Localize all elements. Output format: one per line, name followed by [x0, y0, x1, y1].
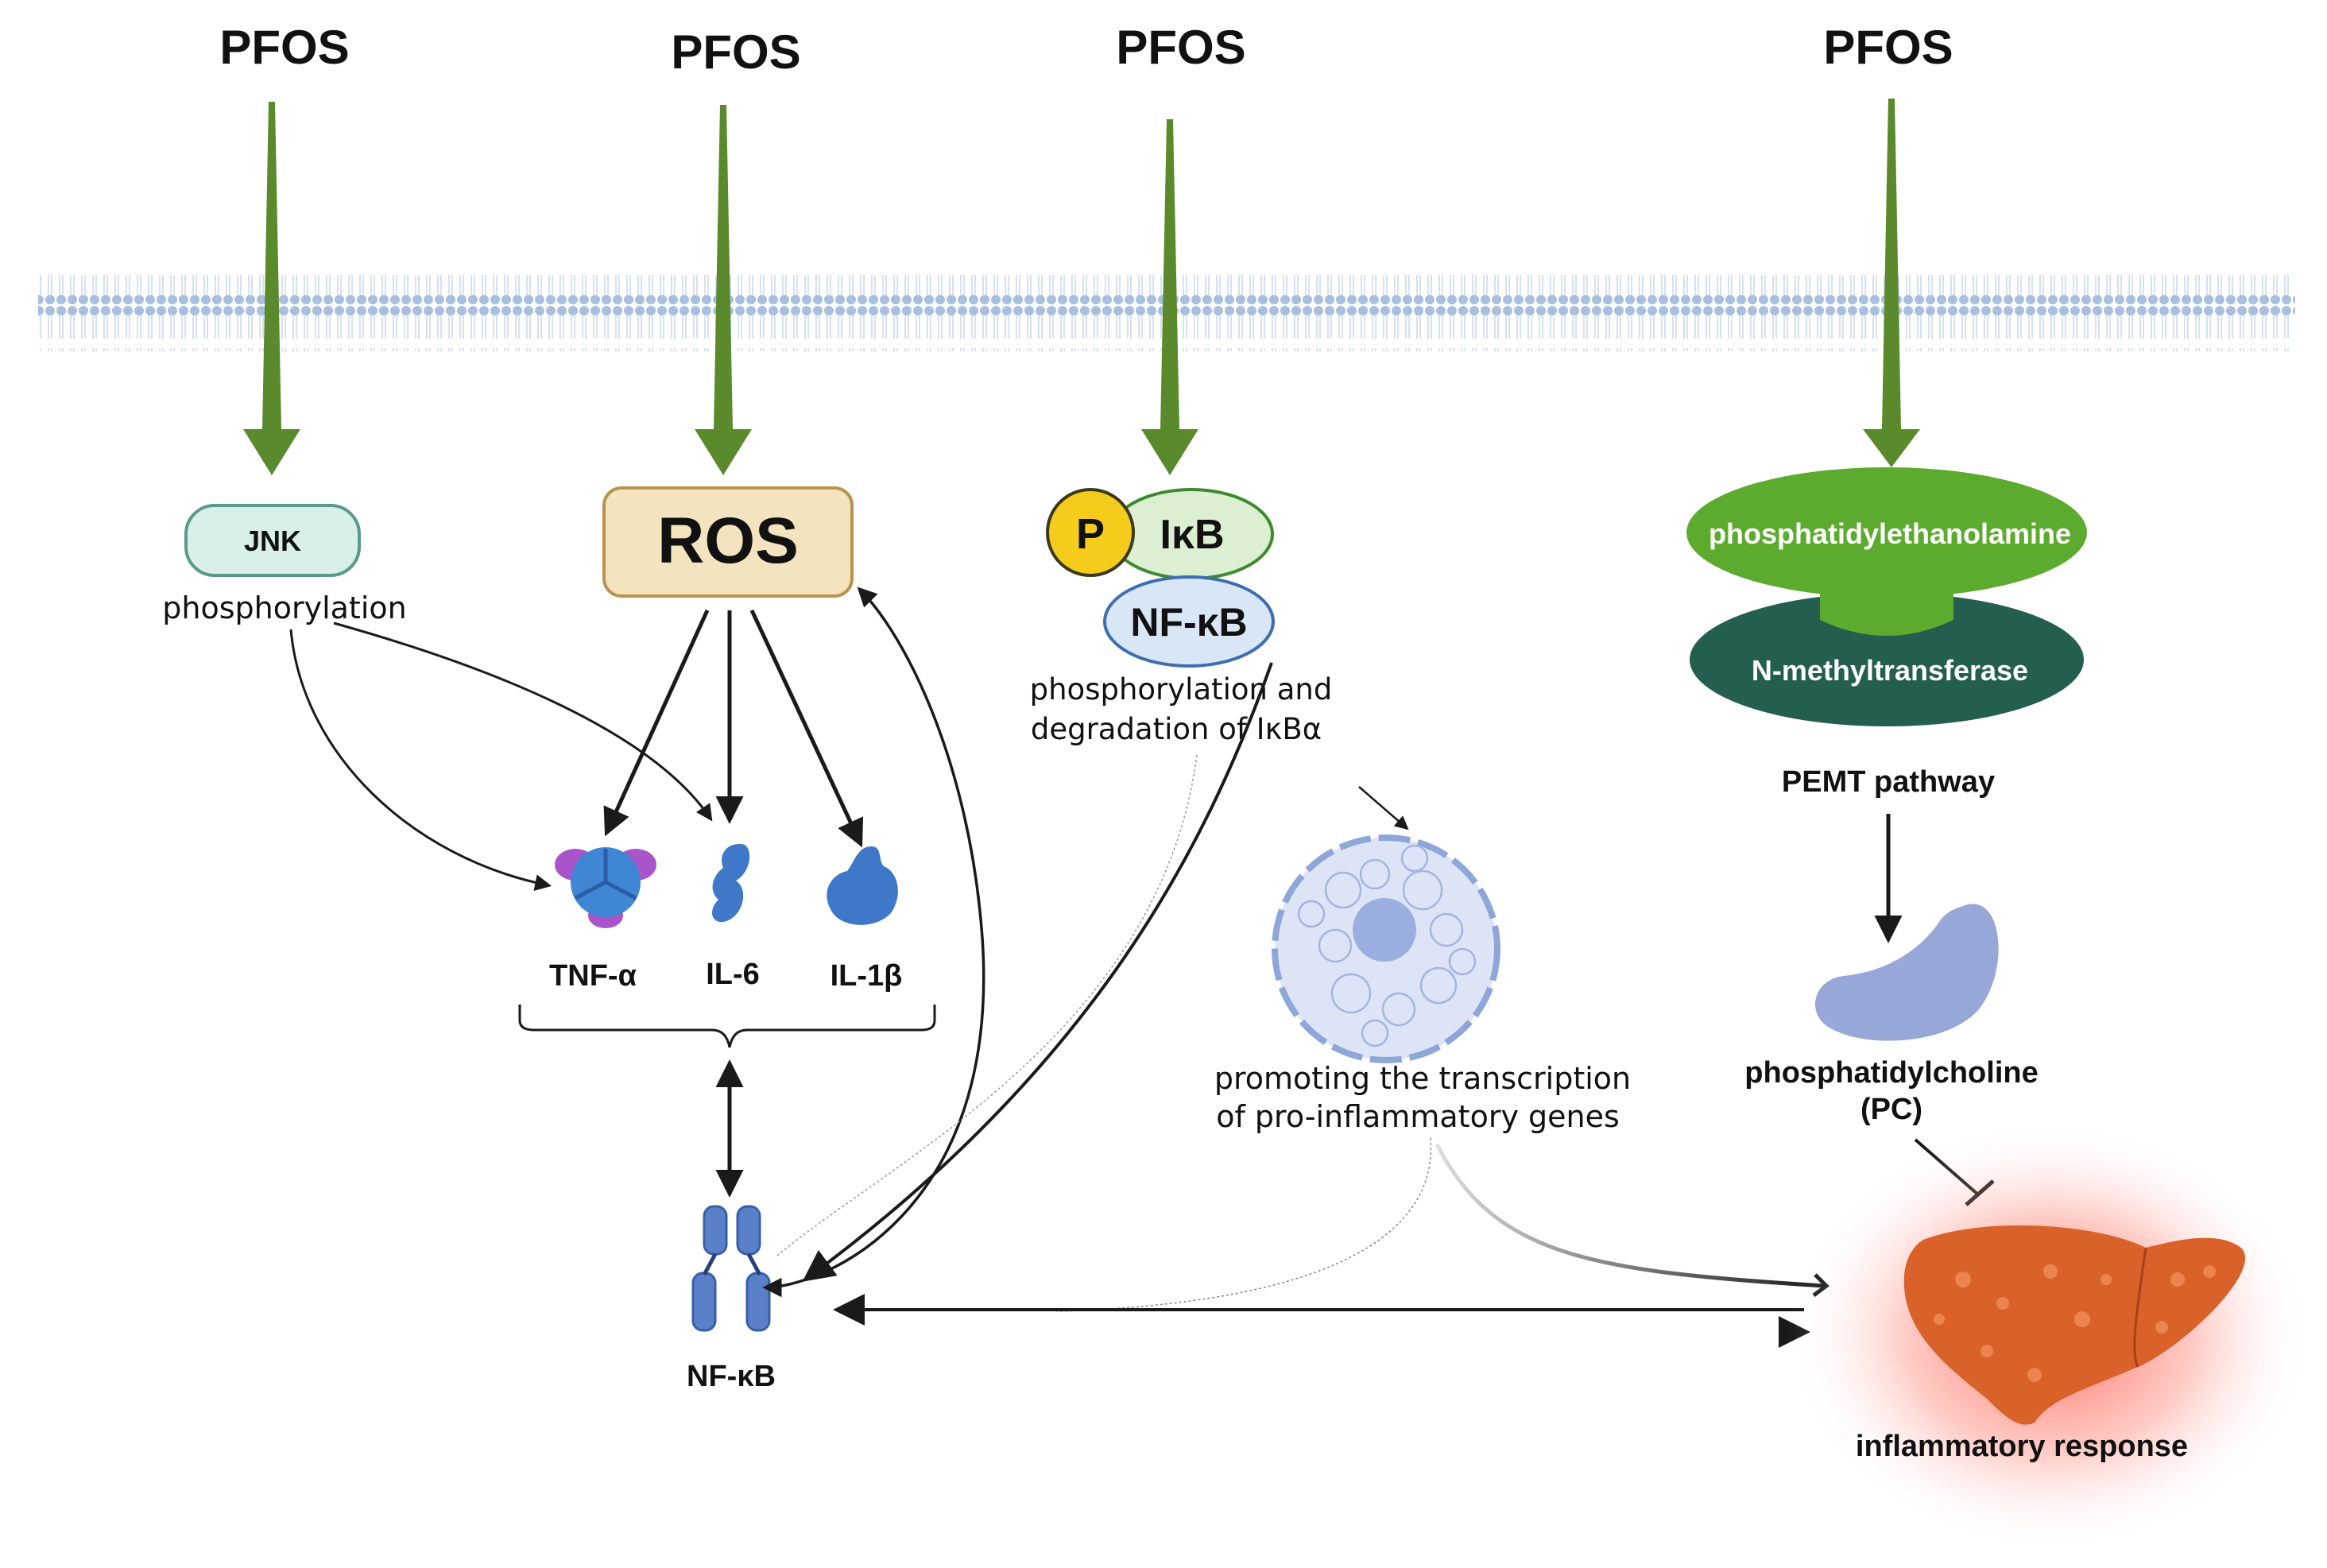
nucleus-faint-line — [1056, 1137, 1432, 1312]
pfos-label-4: PFOS — [1823, 21, 1953, 74]
pemt-enzyme-bottom-label: N-methyltransferase — [1752, 654, 2028, 687]
tnf-alpha-label: TNF-α — [549, 959, 637, 993]
il6-label: IL-6 — [706, 958, 760, 991]
nfkb-dimer-icon — [691, 1205, 771, 1332]
to-nucleus-arrow — [1358, 786, 1409, 830]
liver-icon — [1903, 1225, 2246, 1425]
jnk-to-il6-arrow — [333, 621, 713, 822]
ikb-label: IκB — [1160, 512, 1225, 558]
phosphate-label: P — [1076, 510, 1105, 558]
nfkb-ikb-faint-line — [776, 754, 1198, 1256]
phosphatidylcholine-icon — [1814, 904, 1999, 1041]
cytokine-bracket — [518, 1005, 936, 1048]
inflammatory-response-label: inflammatory response — [1856, 1430, 2188, 1463]
il6-icon — [712, 843, 750, 923]
nucleus-to-liver-line — [1435, 1143, 1826, 1288]
pemt-enzyme-icon — [1686, 467, 2087, 726]
pc-label-line2: (PC) — [1860, 1093, 1922, 1126]
pfos-arrow-1 — [243, 102, 300, 475]
nfkb-complex-label: NF-κB — [1130, 600, 1247, 645]
il1b-label: IL-1β — [831, 959, 903, 993]
pemt-enzyme-top-label: phosphatidylethanolamine — [1709, 517, 2071, 550]
nucleus-caption-line1: promoting the transcription — [1214, 1061, 1631, 1096]
ikb-caption-line1: phosphorylation and — [1030, 672, 1333, 707]
ros-to-il1b-arrow — [749, 609, 864, 848]
pfos-label-1: PFOS — [219, 21, 349, 74]
il1b-icon — [827, 846, 898, 925]
ikb-caption-line2: degradation of IκBα — [1031, 712, 1322, 746]
pfos-arrows — [243, 99, 1920, 475]
jnk-label: JNK — [244, 525, 301, 557]
nfkb-ros-double-arrow — [762, 587, 985, 1298]
ros-box — [602, 486, 854, 598]
pemt-pathway-label: PEMT pathway — [1782, 765, 1995, 799]
jnk-box — [184, 504, 361, 577]
jnk-caption: phosphorylation — [162, 590, 406, 625]
phosphate-circle — [1046, 488, 1135, 577]
nfkb-bottom-label: NF-κB — [687, 1360, 776, 1393]
pfos-arrow-2 — [695, 105, 752, 475]
pc-label-line1: phosphatidylcholine — [1744, 1056, 2038, 1090]
ros-label: ROS — [657, 505, 799, 577]
pfos-label-2: PFOS — [671, 25, 800, 79]
nucleus-icon — [1272, 834, 1500, 1063]
pfos-label-3: PFOS — [1116, 21, 1245, 74]
nucleus-caption-line2: of pro-inflammatory genes — [1216, 1099, 1620, 1134]
pfos-arrow-4 — [1863, 99, 1920, 467]
tnf-alpha-icon — [555, 847, 656, 928]
pfos-arrow-3 — [1141, 119, 1198, 475]
nfkb-complex-ellipse — [1103, 575, 1275, 668]
ikb-to-nfkb-arrow — [802, 662, 1273, 1282]
ros-to-tnf-arrow — [603, 609, 710, 837]
jnk-to-tnf-arrow — [289, 629, 552, 891]
